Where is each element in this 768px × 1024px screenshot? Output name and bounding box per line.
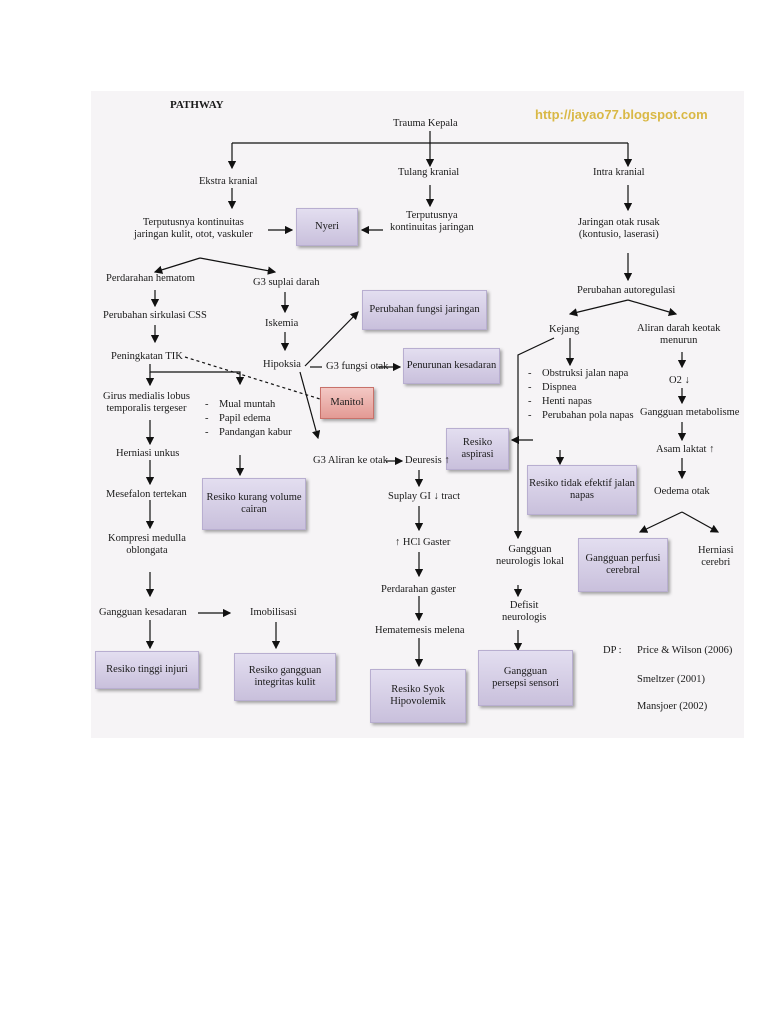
reference-item: Mansjoer (2002)	[637, 701, 708, 712]
node-perdarahan-hematom: Perdarahan hematom	[106, 273, 195, 284]
box-penurunan-kesadaran: Penurunan kesadaran	[403, 348, 500, 384]
list-tik-item: Papil edema	[205, 412, 292, 426]
reference-item: Price & Wilson (2006)	[637, 645, 733, 656]
reference-item: Smeltzer (2001)	[637, 674, 705, 685]
box-gangguan-persepsi-sensori: Gangguan persepsi sensori	[478, 650, 573, 706]
node-oedema-otak: Oedema otak	[654, 486, 710, 497]
node-perdarahan-gaster: Perdarahan gaster	[381, 584, 456, 595]
box-resiko-aspirasi: Resiko aspirasi	[446, 428, 509, 470]
node-jaringan-otak-rusak: Jaringan otak rusak (kontusio, laserasi)	[578, 217, 660, 240]
node-gangguan-kesadaran: Gangguan kesadaran	[99, 607, 187, 618]
node-hematemesis-melena: Hematemesis melena	[375, 625, 465, 636]
node-gangguan-neurologis-lokal: Gangguan neurologis lokal	[496, 544, 564, 567]
node-girus-medialis: Girus medialis lobus temporalis tergeser	[103, 391, 190, 414]
node-trauma-kepala: Trauma Kepala	[393, 118, 458, 129]
box-nyeri: Nyeri	[296, 208, 358, 246]
box-perubahan-fungsi-jaringan: Perubahan fungsi jaringan	[362, 290, 487, 330]
node-peningkatan-tik: Peningkatan TIK	[111, 351, 183, 362]
node-mesefalon-tertekan: Mesefalon tertekan	[106, 489, 187, 500]
list-tik-effects: Mual muntah Papil edema Pandangan kabur	[205, 398, 292, 440]
list-kejang-item: Perubahan pola napas	[528, 409, 634, 423]
node-kejang: Kejang	[549, 324, 580, 335]
node-aliran-darah-menurun: Aliran darah keotak menurun	[637, 323, 721, 346]
node-gangguan-metabolisme: Gangguan metabolisme	[640, 407, 740, 418]
box-resiko-kurang-volume-cairan: Resiko kurang volume cairan	[202, 478, 306, 530]
source-url: http://jayao77.blogspot.com	[535, 107, 708, 122]
node-herniasi-unkus: Herniasi unkus	[116, 448, 180, 459]
node-terputusnya-kontinuitas-jaringan: Terputusnya kontinuitas jaringan	[390, 210, 474, 233]
list-kejang-item: Dispnea	[528, 381, 634, 395]
list-tik-item: Pandangan kabur	[205, 426, 292, 440]
node-herniasi-cerebri: Herniasi cerebri	[698, 545, 734, 568]
pathway-figure	[91, 91, 744, 738]
box-resiko-gangguan-integritas-kulit: Resiko gangguan integritas kulit	[234, 653, 336, 701]
node-g3-aliran-ke-otak: G3 Aliran ke otak	[313, 455, 388, 466]
box-gangguan-perfusi-cerebral: Gangguan perfusi cerebral	[578, 538, 668, 592]
node-kompresi-medulla: Kompresi medulla oblongata	[108, 533, 186, 556]
list-kejang-item: Henti napas	[528, 395, 634, 409]
box-manitol: Manitol	[320, 387, 374, 419]
diagram-title: PATHWAY	[170, 99, 224, 111]
node-g3-fungsi-otak: G3 fungsi otak	[326, 361, 389, 372]
node-perubahan-autoregulasi: Perubahan autoregulasi	[577, 285, 676, 296]
node-hipoksia: Hipoksia	[263, 359, 301, 370]
box-resiko-jalan-napas: Resiko tidak efektif jalan napas	[527, 465, 637, 515]
node-iskemia: Iskemia	[265, 318, 299, 329]
node-intra-kranial: Intra kranial	[593, 167, 645, 178]
box-resiko-syok-hipovolemik: Resiko Syok Hipovolemik	[370, 669, 466, 723]
references-label: DP :	[603, 645, 622, 656]
node-perubahan-sirkulasi-css: Perubahan sirkulasi CSS	[103, 310, 207, 321]
list-kejang-item: Obstruksi jalan napa	[528, 367, 634, 381]
node-asam-laktat: Asam laktat ↑	[656, 444, 715, 455]
node-deuresis: Deuresis ↑	[405, 455, 450, 466]
node-terputusnya-kontinuitas-kulit: Terputusnya kontinuitas jaringan kulit, …	[134, 217, 253, 240]
node-imobilisasi: Imobilisasi	[250, 607, 297, 618]
node-suplay-gi: Suplay GI ↓ tract	[388, 491, 461, 502]
box-resiko-tinggi-injuri-label: Resiko tinggi injuri	[106, 664, 188, 675]
node-tulang-kranial: Tulang kranial	[398, 167, 460, 178]
node-hcl-gaster: ↑ HCl Gaster	[395, 537, 451, 548]
node-defisit-neurologis: Defisit neurologis	[502, 600, 547, 623]
node-o2-turun: O2 ↓	[669, 375, 690, 386]
node-ekstra-kranial: Ekstra kranial	[199, 176, 258, 187]
list-kejang-effects: Obstruksi jalan napa Dispnea Henti napas…	[528, 367, 634, 423]
list-tik-item: Mual muntah	[205, 398, 292, 412]
node-g3-suplai-darah: G3 suplai darah	[253, 277, 320, 288]
box-resiko-tinggi-injuri: Resiko tinggi injuri	[95, 651, 199, 689]
